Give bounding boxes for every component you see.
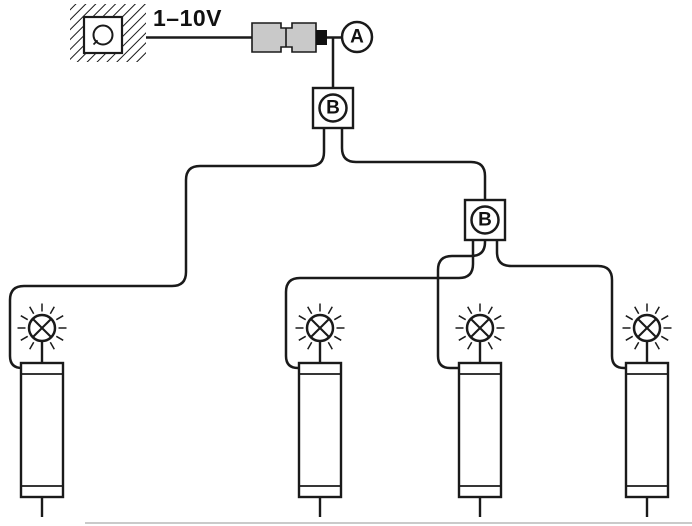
dimmer-knob-icon — [92, 24, 114, 46]
distributor-b2: B — [463, 198, 507, 242]
distributor-b2-label: B — [478, 210, 492, 231]
lamp-1 — [16, 302, 68, 519]
connector-end-block — [316, 30, 327, 45]
node-a: A — [340, 20, 374, 54]
wire-b2-to-lamp2 — [284, 240, 475, 370]
plug-connector-icon — [251, 22, 327, 53]
lamp-3 — [454, 302, 506, 519]
distributor-b1: B — [311, 86, 355, 130]
distributor-b1-label: B — [326, 98, 340, 119]
dimmer-signal-label: 1–10V — [153, 5, 222, 31]
lamp-2 — [294, 302, 346, 519]
node-a-label: A — [350, 27, 364, 48]
wire-b2-to-lamp3 — [436, 240, 487, 370]
wire-b1-to-lamp1 — [8, 128, 326, 370]
lamp-4 — [621, 302, 673, 519]
wire-b1-to-b2 — [340, 128, 487, 200]
wire-b2-to-lamp4 — [495, 240, 626, 370]
wall-dimmer-icon — [70, 4, 146, 62]
